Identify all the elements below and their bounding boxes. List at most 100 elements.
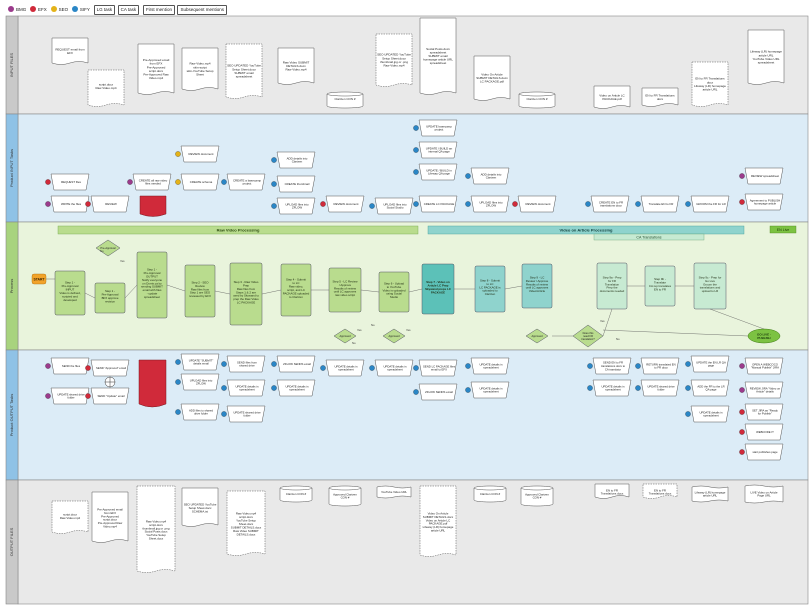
owner-dot-icon [739,199,745,205]
output-task-3 [90,387,130,405]
owner-dot-icon [739,409,745,415]
output-task-28 [744,423,784,441]
process-connector-4 [214,290,231,295]
decision-fr-translation [572,324,604,348]
input-file-9 [473,55,511,101]
phase-raw-title: Raw Video Processing [217,228,260,233]
owner-dot-icon [85,201,91,207]
seo-dot-icon [50,6,57,12]
highlight-doc-red [139,195,167,217]
owner-dot-icon [320,201,326,207]
input-task-18 [517,195,557,213]
owner-dot-icon [685,411,691,417]
output-task-25 [744,357,784,375]
input-file-text-10: Clarizen CON # [526,97,547,101]
input-file-11 [593,85,631,109]
decision-pre-approval-text: Pre-Approval [100,246,116,250]
input-task-21 [690,195,730,213]
owner-dot-icon [465,363,471,369]
legend-subsequent: Subsequent mentions [177,5,227,15]
output-task-16 [470,357,510,375]
owner-dot-icon [271,385,277,391]
lane-title-process: Process [9,279,14,293]
lane-input_files [17,15,809,115]
owner-dot-icon [221,411,227,417]
input-task-19 [590,195,630,213]
output-file-9 [473,488,507,503]
output-task-text-10: ZFLOW SENDS email [283,362,311,366]
output-file-10 [520,488,554,507]
connector-label-6: No [100,249,104,253]
lane-title-input_files: INPUT FILES [9,53,14,77]
owner-dot-icon [175,409,181,415]
process-connector-7 [360,289,380,293]
legend-ca-task: CA task [117,5,140,15]
output-task-text-3: SEND "Update" email [97,394,124,398]
input-task-6 [226,173,266,191]
output-file-1 [91,491,129,543]
output-file-11 [594,483,630,499]
output-file-5-top [279,485,313,491]
output-task-4 [180,353,220,371]
process-connector-10 [504,285,523,290]
owner-dot-icon [413,365,419,371]
input-task-4 [180,145,220,163]
decision-approved-6 [382,328,406,344]
output-task-6 [180,403,220,421]
connector-label-5: No [616,337,620,341]
start-text: START [33,278,45,282]
output-task-text-25: OPEN A WEBCOCO"Manual Publish" JIRA [751,362,779,369]
input-task-17 [470,195,510,213]
input-file-7 [375,33,413,87]
owner-dot-icon [413,125,419,131]
owner-dot-icon [685,385,691,391]
output-file-6 [328,488,362,507]
input-file-4 [225,43,263,99]
output-task-12 [325,359,365,377]
decision-approved-9-text: Approved [531,334,543,338]
owner-dot-icon [413,201,419,207]
legend: BMG EFX SEO SIFY LG task CA task First m… [8,5,227,15]
input-task-text-1: WRITE the files [61,202,82,206]
output-file-12 [642,483,678,499]
connector-label-4: Yes [600,319,605,323]
process-connector-2 [124,284,138,299]
owner-dot-icon [320,365,326,371]
output-file-10-top [520,485,554,491]
owner-dot-icon [739,449,745,455]
output-task-17 [470,381,510,399]
input-task-9 [276,197,316,215]
owner-dot-icon [587,385,593,391]
input-file-6-top [326,91,364,97]
output-file-8 [419,485,457,557]
input-file-8 [419,17,457,95]
input-task-3 [132,173,172,191]
input-task-12 [418,119,458,137]
go-live-text: GO LIVE -PUBLISH [757,332,771,340]
owner-dot-icon [685,361,691,367]
owner-dot-icon [45,363,51,369]
output-task-18 [592,357,632,375]
input-task-7 [276,151,316,169]
output-file-7 [376,485,412,499]
legend-sify: SIFY [71,6,90,12]
